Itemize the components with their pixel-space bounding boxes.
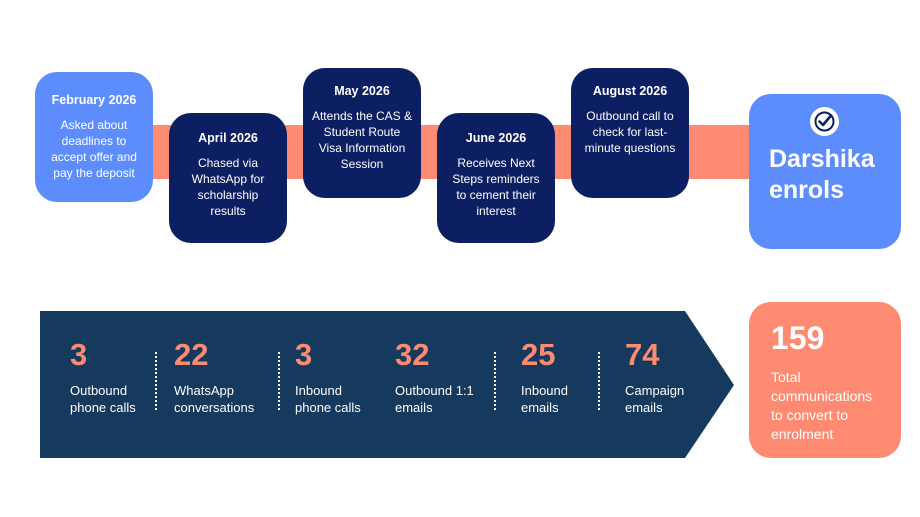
total-value: 159 xyxy=(771,320,825,356)
stat-value: 25 xyxy=(521,337,556,372)
stat-inbound-emails: 25 Inbound emails xyxy=(521,337,568,416)
stat-campaign-emails: 74 Campaign emails xyxy=(625,337,684,416)
stat-outbound-calls: 3 Outbound phone calls xyxy=(70,337,136,416)
stat-value: 74 xyxy=(625,337,660,372)
total-label-line: communications xyxy=(771,388,873,404)
stat-value: 3 xyxy=(295,337,313,372)
stat-label: Outbound xyxy=(70,383,128,398)
timeline-desc: Asked about deadlines to accept offer an… xyxy=(51,118,137,180)
stat-whatsapp: 22 WhatsApp conversations xyxy=(174,337,254,416)
timeline-desc: Chased via WhatsApp for scholarship resu… xyxy=(191,156,265,218)
stat-label: emails xyxy=(395,400,433,415)
stat-label: emails xyxy=(521,400,559,415)
timeline-date: June 2026 xyxy=(465,131,527,145)
total-card: 159 Total communications to convert to e… xyxy=(749,302,901,458)
stat-value: 3 xyxy=(70,337,88,372)
total-label-line: Total xyxy=(771,369,801,385)
outcome-text: Darshika enrols xyxy=(769,144,875,206)
outcome-line-1: Darshika xyxy=(769,145,875,173)
stat-label: emails xyxy=(625,400,663,415)
timeline-date: August 2026 xyxy=(592,84,668,98)
stat-inbound-calls: 3 Inbound phone calls xyxy=(295,337,361,416)
timeline-card-february: February 2026 Asked about deadlines to a… xyxy=(35,72,153,202)
total-label-line: enrolment xyxy=(771,426,834,442)
outcome-line-2: enrols xyxy=(769,176,845,204)
stat-label: WhatsApp xyxy=(174,383,234,398)
stat-label: phone calls xyxy=(295,400,361,415)
stat-label: Inbound xyxy=(295,383,342,398)
stat-label: Inbound xyxy=(521,383,568,398)
stat-label: phone calls xyxy=(70,400,136,415)
stat-label: Campaign xyxy=(625,383,685,398)
stat-label: conversations xyxy=(174,400,255,415)
stat-divider xyxy=(155,352,157,410)
stat-label: Outbound 1:1 xyxy=(395,383,474,398)
stat-divider xyxy=(598,352,600,410)
timeline-desc: Receives Next Steps reminders to cement … xyxy=(452,156,540,218)
stats-arrow-banner xyxy=(40,311,734,458)
timeline-card-june: June 2026 Receives Next Steps reminders … xyxy=(437,113,555,243)
stat-value: 32 xyxy=(395,337,430,372)
checkmark-circle-icon xyxy=(810,107,839,136)
timeline-card-april: April 2026 Chased via WhatsApp for schol… xyxy=(169,113,287,243)
stat-outbound-emails: 32 Outbound 1:1 emails xyxy=(395,337,474,416)
stat-divider xyxy=(278,352,280,410)
stat-divider xyxy=(494,352,496,410)
timeline-desc: Attends the CAS & Student Route Visa Inf… xyxy=(311,109,413,171)
total-label: Total communications to convert to enrol… xyxy=(771,368,872,444)
stat-value: 22 xyxy=(174,337,209,372)
timeline-date: February 2026 xyxy=(51,93,137,107)
total-label-line: to convert to xyxy=(771,407,849,423)
timeline-date: May 2026 xyxy=(334,84,390,98)
timeline-card-august: August 2026 Outbound call to check for l… xyxy=(571,68,689,198)
timeline-date: April 2026 xyxy=(198,131,258,145)
timeline-card-may: May 2026 Attends the CAS & Student Route… xyxy=(303,68,421,198)
outcome-card: Darshika enrols xyxy=(749,94,901,249)
timeline-desc: Outbound call to check for last-minute q… xyxy=(584,109,676,155)
